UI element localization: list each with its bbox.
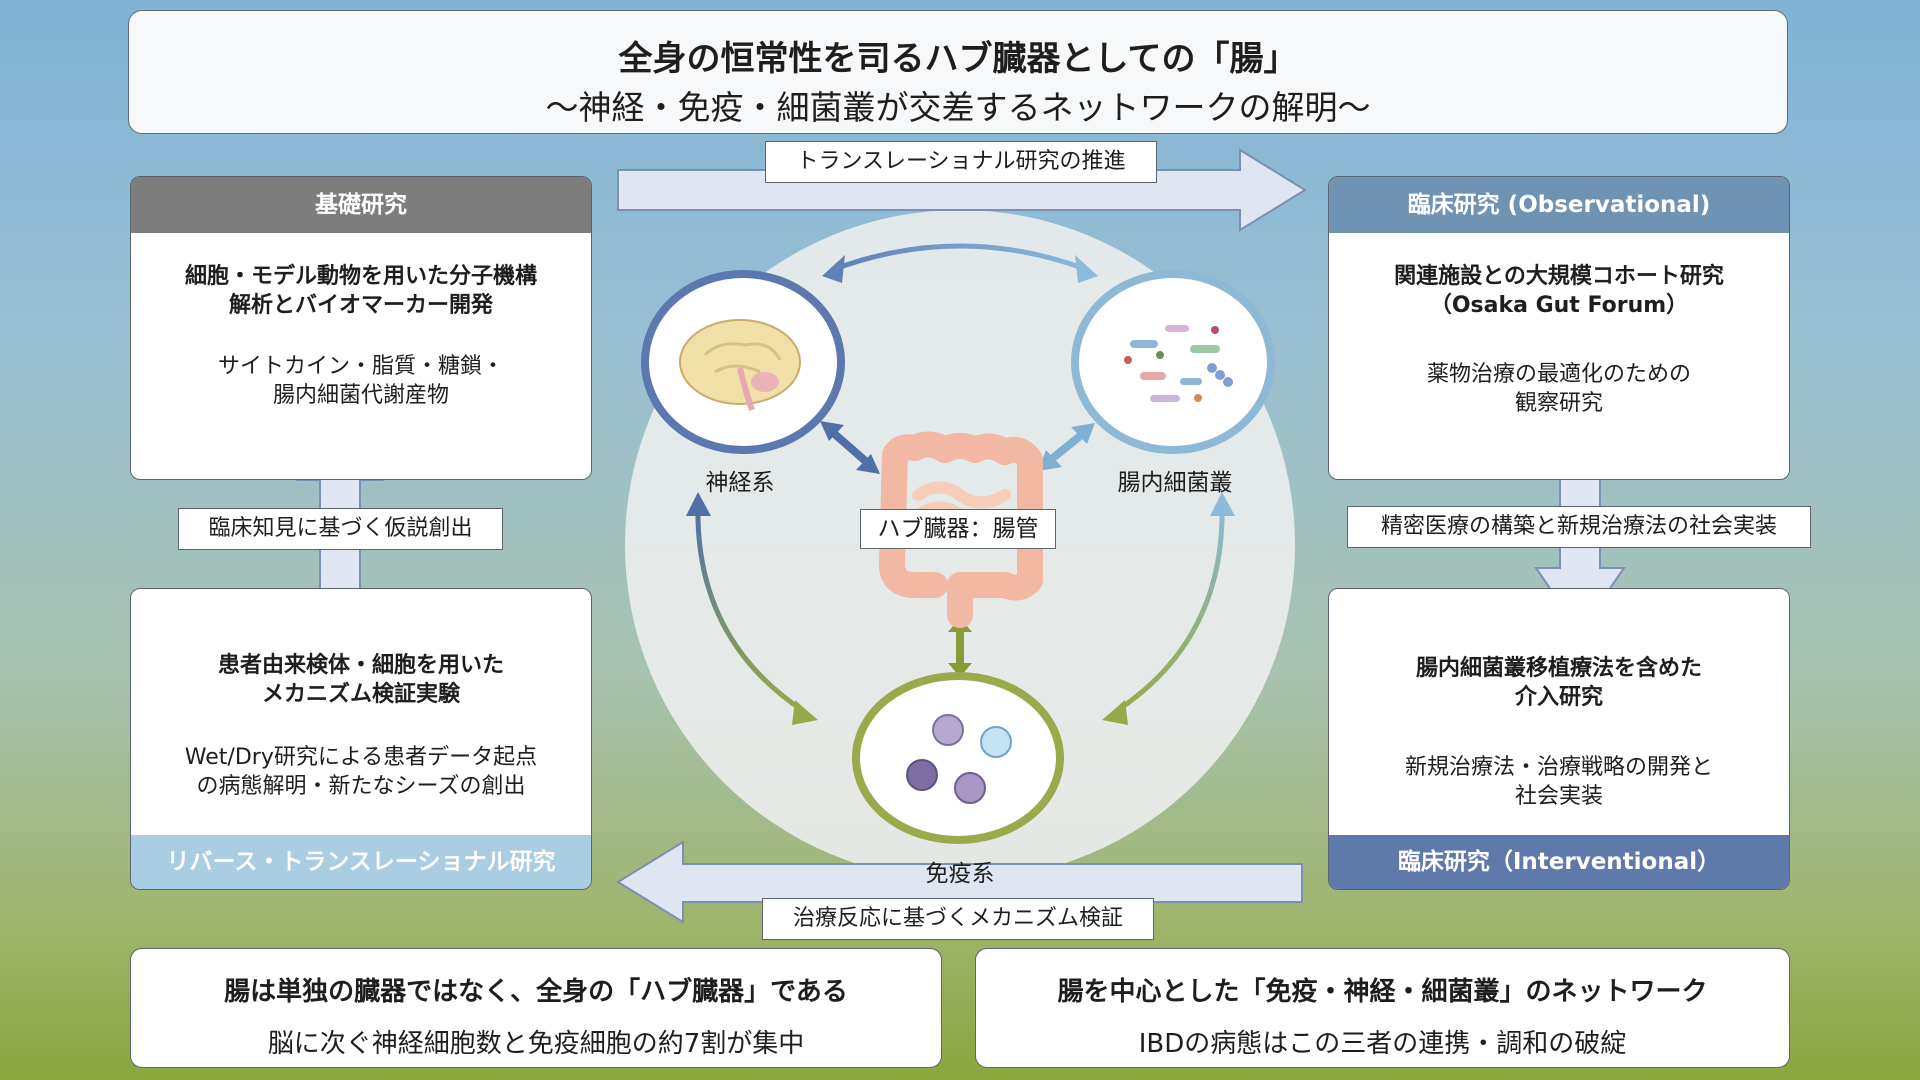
interventional-bold-line1: 腸内細菌叢移植療法を含めた <box>1415 656 1702 681</box>
microbe-gut-arrow <box>1045 428 1088 466</box>
reverse-bold-line1: 患者由来検体・細胞を用いた <box>217 653 504 678</box>
immune-circle <box>852 672 1064 844</box>
observational-text-line1: 薬物治療の最適化のための <box>1426 362 1691 387</box>
basic-bold-line1: 細胞・モデル動物を用いた分子機構 <box>184 264 537 289</box>
reverse-translational-panel: 患者由来検体・細胞を用いた メカニズム検証実験 Wet/Dry研究による患者デー… <box>130 588 592 890</box>
immune-cells-icon <box>906 714 1012 804</box>
immune-label: 免疫系 <box>925 861 995 887</box>
title-box: 全身の恒常性を司るハブ臓器としての「腸」 〜神経・免疫・細菌叢が交差するネットワ… <box>128 10 1788 134</box>
interventional-footer: 臨床研究（Interventional） <box>1329 835 1789 889</box>
reverse-bold-line2: メカニズム検証実験 <box>261 682 460 707</box>
left-up-arrow-label: 臨床知見に基づく仮説創出 <box>178 508 503 550</box>
bottom-left-bold: 腸は単独の臓器ではなく、全身の「ハブ臓器」である <box>224 977 848 1007</box>
nerve-gut-arrow <box>827 426 873 469</box>
bacteria-icon <box>1124 325 1233 402</box>
basic-text-line2: 腸内細菌代謝産物 <box>272 383 449 408</box>
bottom-left-text: 脳に次ぐ神経細胞数と免疫細胞の約7割が集中 <box>267 1029 805 1059</box>
observational-bold-line2: （Osaka Gut Forum） <box>1429 293 1689 318</box>
arc-left-arrow <box>695 504 807 715</box>
interventional-text-line1: 新規治療法・治療戦略の開発と <box>1404 755 1713 780</box>
observational-text-line2: 観察研究 <box>1514 391 1603 416</box>
bottom-left-box: 腸は単独の臓器ではなく、全身の「ハブ臓器」である 脳に次ぐ神経細胞数と免疫細胞の… <box>130 948 942 1068</box>
arc-top-arrow <box>831 243 1089 273</box>
bottom-right-bold: 腸を中心とした「免疫・神経・細菌叢」のネットワーク <box>1057 977 1708 1007</box>
basic-bold-line2: 解析とバイオマーカー開発 <box>228 293 493 318</box>
basic-research-panel: 基礎研究 細胞・モデル動物を用いた分子機構 解析とバイオマーカー開発 サイトカイ… <box>130 176 592 480</box>
observational-header: 臨床研究 (Observational) <box>1329 177 1789 233</box>
observational-bold-line1: 関連施設との大規模コホート研究 <box>1394 264 1724 289</box>
hub-label: ハブ臓器：腸管 <box>860 509 1056 549</box>
nerve-label: 神経系 <box>705 470 775 496</box>
page-title: 全身の恒常性を司るハブ臓器としての「腸」 <box>618 39 1298 79</box>
page-subtitle: 〜神経・免疫・細菌叢が交差するネットワークの解明〜 <box>545 88 1371 127</box>
bottom-right-text: IBDの病態はこの三者の連携・調和の破綻 <box>1138 1029 1627 1059</box>
bottom-right-box: 腸を中心とした「免疫・神経・細菌叢」のネットワーク IBDの病態はこの三者の連携… <box>975 948 1790 1068</box>
bottom-arrow-label: 治療反応に基づくメカニズム検証 <box>762 898 1154 940</box>
interventional-text-line2: 社会実装 <box>1514 784 1603 809</box>
reverse-text-line1: Wet/Dry研究による患者データ起点 <box>184 745 538 770</box>
reverse-text-line2: の病態解明・新たなシーズの創出 <box>196 774 526 799</box>
top-arrow-label: トランスレーショナル研究の推進 <box>765 141 1157 183</box>
reverse-footer: リバース・トランスレーショナル研究 <box>131 835 591 889</box>
interventional-panel: 腸内細菌叢移植療法を含めた 介入研究 新規治療法・治療戦略の開発と 社会実装 臨… <box>1328 588 1790 890</box>
observational-panel: 臨床研究 (Observational) 関連施設との大規模コホート研究 （Os… <box>1328 176 1790 480</box>
microbe-circle <box>1071 270 1275 454</box>
basic-text-line1: サイトカイン・脂質・糖鎖・ <box>217 354 504 379</box>
arc-right-arrow <box>1113 504 1225 715</box>
microbe-label: 腸内細菌叢 <box>1117 470 1233 496</box>
basic-research-header: 基礎研究 <box>131 177 591 233</box>
interventional-bold-line2: 介入研究 <box>1514 685 1603 710</box>
brain-icon <box>679 319 801 411</box>
right-down-arrow-label: 精密医療の構築と新規治療法の社会実装 <box>1347 506 1811 548</box>
